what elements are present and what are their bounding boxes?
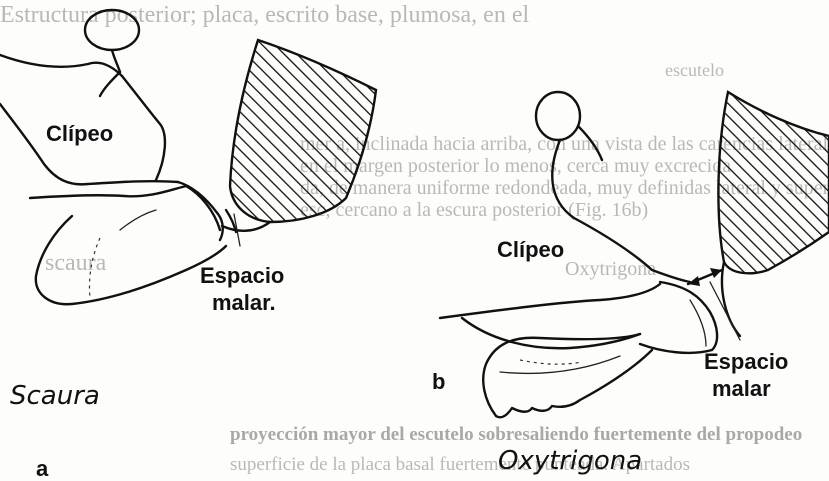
panel-letter-a: a	[36, 456, 49, 481]
bleed-line-6: esc, cercano a la escura posterior (Fig.…	[300, 199, 648, 221]
malar-label-b-line2: malar	[712, 376, 771, 401]
frons-line-a	[100, 72, 120, 96]
bleed-line-7: scaura	[45, 250, 107, 276]
mandible-blade-b	[483, 334, 652, 417]
compound-eye-b	[718, 92, 829, 273]
bleed-line-1: Estructura posterior; placa, escrito bas…	[0, 2, 529, 28]
mandible-ridge-b	[520, 360, 582, 364]
malar-label-a-line1: Espacio	[200, 263, 284, 288]
condyle-line-b	[690, 300, 706, 346]
clypeus-label-b: Clípeo	[497, 237, 564, 262]
clypeus-label-a: Clípeo	[46, 121, 113, 146]
bleed-line-9: proyección mayor del escutelo sobresalie…	[230, 424, 802, 445]
bleed-line-4: en el margen posterior lo menos, cerca m…	[300, 155, 731, 177]
genus-label-b: Oxytrigona	[498, 446, 642, 476]
clypeus-outline-a	[0, 55, 165, 180]
clypeus-edge-a	[30, 186, 186, 198]
mandible-line-a	[120, 210, 156, 230]
mandible-line-b	[500, 356, 620, 373]
condyle-a	[186, 186, 220, 230]
malar-pointer-b	[710, 282, 740, 340]
gena-a	[178, 182, 223, 240]
malar-label-b-line1: Espacio	[704, 349, 788, 374]
bleed-line-2: escutelo	[665, 60, 724, 80]
malar-lower-a	[222, 222, 270, 231]
labrum-b	[462, 318, 640, 348]
face-lower-b	[440, 284, 660, 318]
malar-label-a-line2: malar.	[212, 290, 276, 315]
panel-letter-b: b	[432, 369, 445, 394]
genus-label-a: Scaura	[10, 381, 100, 411]
